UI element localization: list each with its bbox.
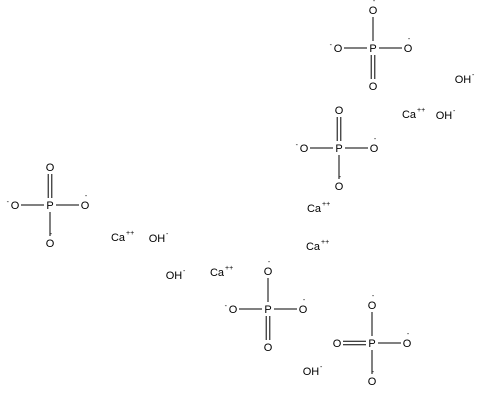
phosphate-2-oxygen-top: O — [335, 105, 344, 117]
hydroxide-ion-1-charge: - — [472, 72, 475, 79]
calcium-ion-2: Ca — [307, 203, 322, 215]
calcium-ion-4-charge: ++ — [321, 239, 329, 246]
phosphate-5-charge-bottom: - — [372, 369, 375, 376]
phosphate-2-charge-left: - — [296, 142, 299, 149]
phosphate-1-oxygen-left: O — [334, 43, 343, 55]
phosphate-2-oxygen-right: O — [370, 143, 379, 155]
phosphate-2-oxygen-bottom: O — [335, 181, 344, 193]
calcium-ion-1-charge: ++ — [417, 107, 425, 114]
hydroxide-ion-4: OH — [166, 270, 183, 282]
phosphate-3-charge-left: - — [7, 199, 10, 206]
phosphate-5-oxygen-top: O — [368, 300, 377, 312]
phosphate-1-oxygen-top: O — [369, 5, 378, 17]
phosphate-3-charge-bottom: - — [50, 231, 53, 238]
phosphate-3-charge-right: - — [85, 193, 88, 200]
phosphate-1-charge-top: - — [373, 0, 376, 5]
calcium-ion-4: Ca — [306, 241, 321, 253]
phosphate-3-phosphorus: P — [46, 200, 53, 212]
phosphate-3-oxygen-left: O — [11, 200, 20, 212]
phosphate-4-phosphorus: P — [264, 304, 271, 316]
phosphate-1-oxygen-right: O — [404, 43, 413, 55]
phosphate-4-charge-left: - — [225, 303, 228, 310]
calcium-ion-3-charge: ++ — [126, 230, 134, 237]
phosphate-5-oxygen-right: O — [403, 338, 412, 350]
phosphate-2-phosphorus: P — [335, 143, 342, 155]
calcium-ion-3: Ca — [111, 232, 126, 244]
phosphate-2-oxygen-left: O — [300, 143, 309, 155]
hydroxide-ion-5-charge: - — [320, 364, 323, 371]
phosphate-2-charge-bottom: - — [339, 174, 342, 181]
phosphate-5-charge-right: - — [407, 331, 410, 338]
phosphate-5-oxygen-bottom: O — [368, 376, 377, 388]
hydroxide-ion-3-charge: - — [166, 231, 169, 238]
hydroxide-ion-4-charge: - — [183, 268, 186, 275]
phosphate-4-oxygen-bottom: O — [264, 342, 273, 354]
calcium-ion-5-charge: ++ — [225, 265, 233, 272]
phosphate-4-oxygen-right: O — [299, 304, 308, 316]
phosphate-1-phosphorus: P — [369, 43, 376, 55]
hydroxide-ion-2-charge: - — [453, 108, 456, 115]
hydroxide-ion-1: OH — [455, 74, 472, 86]
phosphate-5-charge-top: - — [372, 293, 375, 300]
phosphate-1-charge-left: - — [330, 42, 333, 49]
calcium-ion-5: Ca — [210, 267, 225, 279]
hydroxide-ion-2: OH — [436, 110, 453, 122]
phosphate-4-oxygen-top: O — [264, 266, 273, 278]
phosphate-1-charge-right: - — [408, 36, 411, 43]
hydroxide-ion-5: OH — [303, 366, 320, 378]
calcium-ion-1: Ca — [402, 109, 417, 121]
phosphate-1-oxygen-bottom: O — [369, 81, 378, 93]
phosphate-3-oxygen-top: O — [46, 162, 55, 174]
calcium-ion-2-charge: ++ — [322, 201, 330, 208]
phosphate-5-oxygen-left: O — [333, 338, 342, 350]
phosphate-3-oxygen-bottom: O — [46, 238, 55, 250]
phosphate-4-oxygen-left: O — [229, 304, 238, 316]
phosphate-3-oxygen-right: O — [81, 200, 90, 212]
phosphate-5-phosphorus: P — [368, 338, 375, 350]
hydroxide-ion-3: OH — [149, 233, 166, 245]
phosphate-2-charge-right: - — [374, 136, 377, 143]
phosphate-4-charge-right: - — [303, 297, 306, 304]
phosphate-4-charge-top: - — [268, 259, 271, 266]
